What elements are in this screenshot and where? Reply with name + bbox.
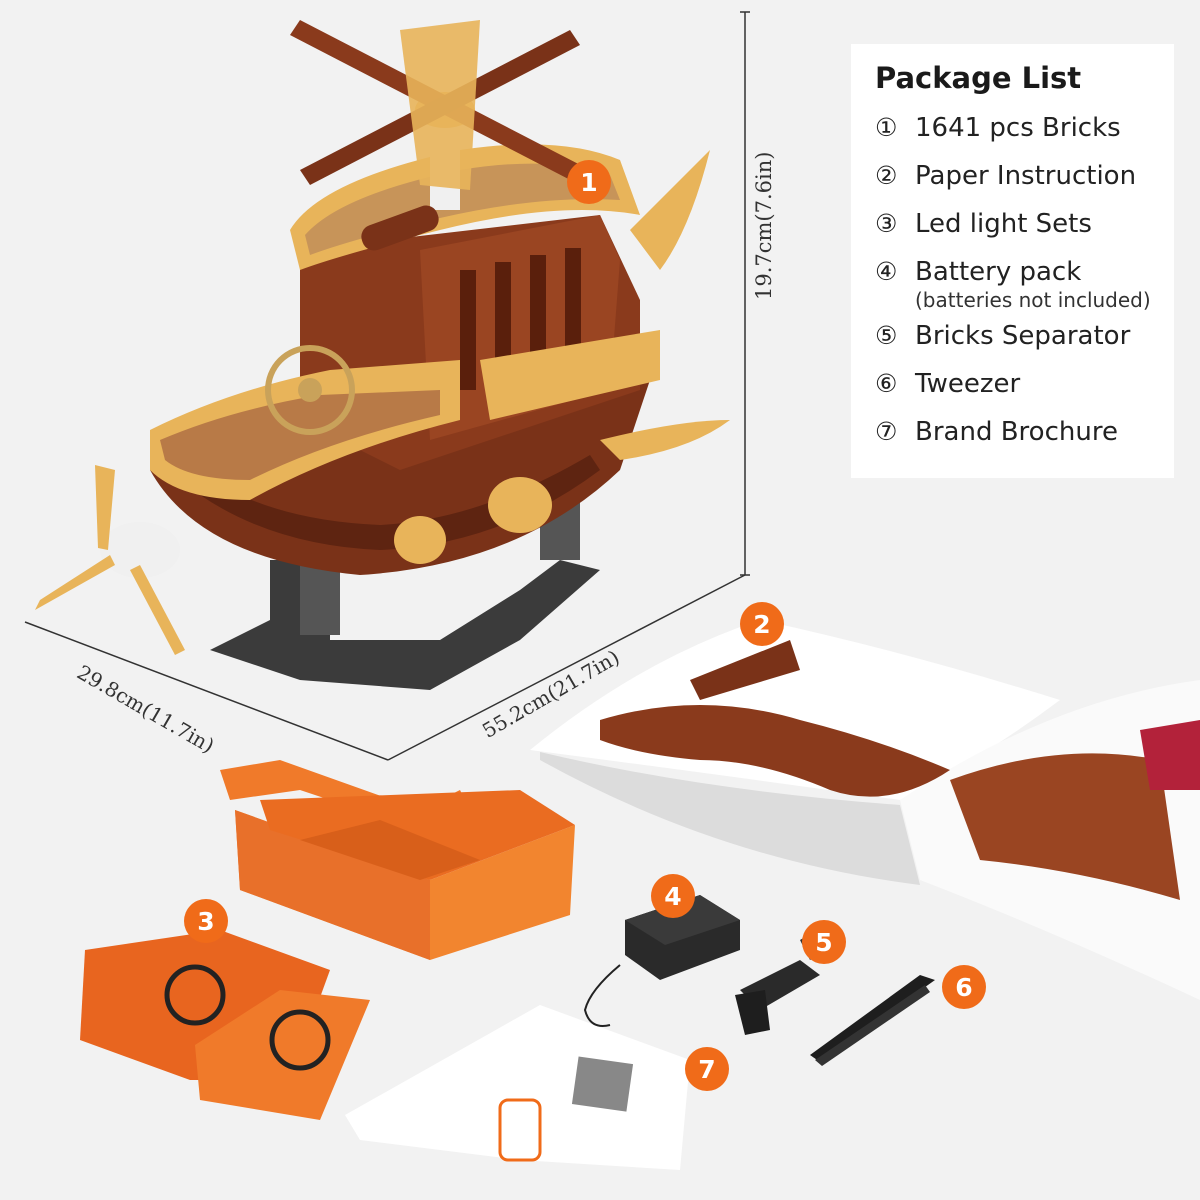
item-label: Paper Instruction: [915, 161, 1137, 191]
list-item: ③ Led light Sets: [875, 200, 1174, 248]
badge-2: 2: [740, 602, 784, 646]
item-number: ②: [875, 161, 898, 190]
badge-1: 1: [567, 160, 611, 204]
list-item: ⑦ Brand Brochure: [875, 408, 1174, 456]
list-item: ② Paper Instruction: [875, 152, 1174, 200]
package-list-title: Package List: [875, 61, 1082, 95]
airship-model: [35, 20, 730, 690]
dimension-lines: [24, 11, 750, 761]
package-list-panel: Package List ① 1641 pcs Bricks ② Paper I…: [851, 44, 1174, 478]
item-label: Tweezer: [915, 369, 1021, 399]
item-number: ④: [875, 257, 898, 286]
item-label: 1641 pcs Bricks: [915, 113, 1121, 143]
list-item: ⑤ Bricks Separator: [875, 312, 1174, 360]
list-item: ④ Battery pack (batteries not included): [875, 248, 1174, 312]
item-number: ⑥: [875, 369, 898, 398]
badge-7: 7: [685, 1047, 729, 1091]
badge-6: 6: [942, 965, 986, 1009]
badge-3: 3: [184, 899, 228, 943]
battery-pack: [583, 895, 740, 1027]
orange-box: [220, 760, 575, 960]
instruction-book: [530, 620, 1200, 1000]
item-number: ⑤: [875, 321, 898, 350]
badge-5: 5: [802, 920, 846, 964]
item-label: Bricks Separator: [915, 321, 1131, 351]
item-label: Brand Brochure: [915, 417, 1118, 447]
item-number: ③: [875, 209, 898, 238]
item-note: (batteries not included): [915, 288, 1151, 312]
badge-4: 4: [651, 874, 695, 918]
item-number: ①: [875, 113, 898, 142]
brand-brochure: [345, 1005, 690, 1170]
height-dimension-label: 19.7cm(7.6in): [752, 151, 776, 300]
list-item: ① 1641 pcs Bricks: [875, 104, 1174, 152]
item-label: Led light Sets: [915, 209, 1092, 239]
tweezer: [810, 975, 935, 1066]
item-number: ⑦: [875, 417, 898, 446]
item-label: Battery pack: [915, 257, 1082, 287]
led-light-bags: [80, 930, 370, 1120]
list-item: ⑥ Tweezer: [875, 360, 1174, 408]
